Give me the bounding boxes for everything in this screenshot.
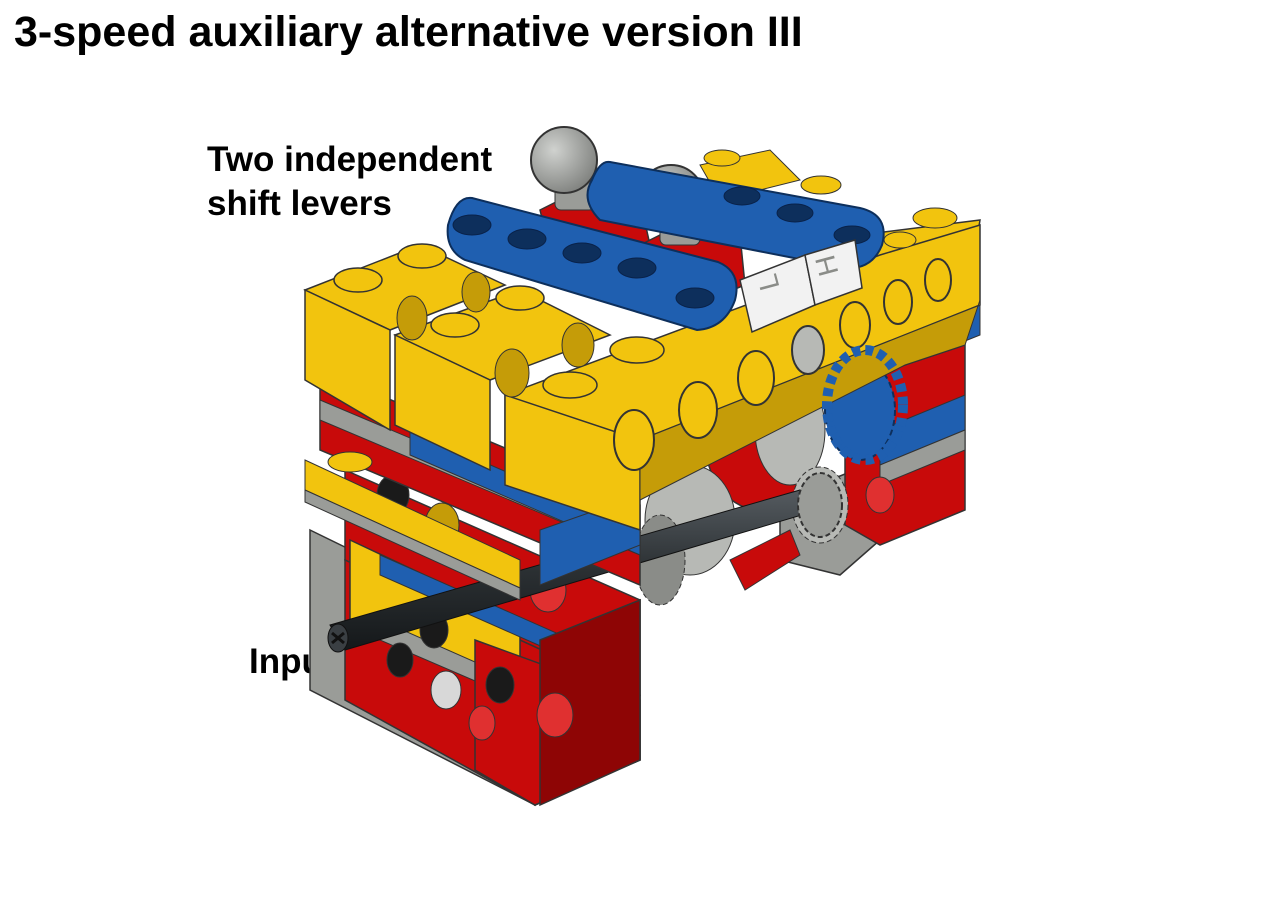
- top-yellow-beams: [303, 149, 981, 532]
- shift-levers-label-line2: shift levers: [207, 184, 392, 223]
- beam-holes: [396, 258, 952, 471]
- tile-mark-left: L: [751, 271, 785, 294]
- shift-levers-label: Two independent shift levers: [207, 138, 492, 226]
- blue-gear: [822, 345, 908, 465]
- bevel-gear: [797, 472, 843, 538]
- blue-liftarms: [446, 160, 885, 332]
- page-title: 3-speed auxiliary alternative version II…: [14, 8, 803, 56]
- shift-levers-label-line1: Two independent: [207, 140, 493, 179]
- shift-lever-knob-left: [530, 126, 598, 194]
- gear-indicator-tiles: L H: [739, 239, 863, 334]
- studs: [333, 149, 958, 399]
